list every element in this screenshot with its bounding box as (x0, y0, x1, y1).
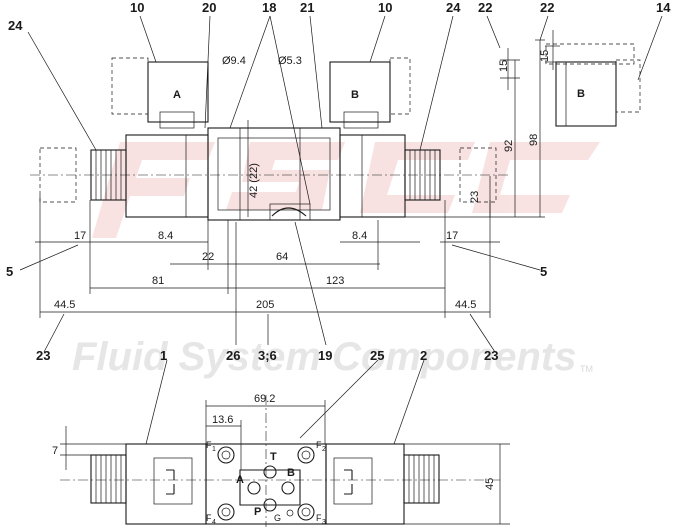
right-plug-outline (459, 147, 497, 203)
valve-side-view: B (545, 43, 641, 127)
port-b-hole (281, 481, 295, 495)
callout-5-left: 5 (6, 264, 13, 279)
right-coil-connector (329, 61, 391, 123)
valve-front-view: A B (30, 57, 510, 221)
callout-22-top: 22 (478, 0, 492, 15)
port-a-hole (247, 481, 261, 495)
dim-205: 205 (256, 299, 274, 311)
dim-17-right: 17 (446, 230, 458, 242)
hole-label-f1-sub: 1 (212, 446, 216, 453)
dim-dia-5-3: Ø5.3 (278, 55, 302, 67)
dim-123: 123 (326, 275, 344, 287)
dim-42-22: 42 (22) (248, 163, 260, 198)
hole-label-f4-sub: 4 (212, 519, 216, 526)
watermark-text: Fluid System Components (72, 335, 577, 379)
dim-8-4-right: 8.4 (352, 230, 367, 242)
dim-44-5-left: 44.5 (54, 299, 75, 311)
port-label-g: G (274, 513, 281, 523)
callout-25: 25 (370, 348, 384, 363)
dim-15-side: 15 (539, 50, 551, 62)
hole-label-f2: F (316, 440, 322, 450)
dim-22: 22 (202, 251, 214, 263)
callout-10-right: 10 (378, 0, 392, 15)
mounting-hole-f4 (217, 503, 235, 521)
port-t-hole (263, 465, 277, 479)
dim-13-6: 13.6 (212, 414, 233, 426)
left-coil-symbol-icon (166, 469, 175, 495)
hole-label-f3: F (316, 513, 322, 523)
hole-label-f4: F (206, 513, 212, 523)
coil-label-b: B (351, 89, 359, 101)
plan-left-connector (153, 457, 193, 505)
port-interface (239, 469, 301, 506)
side-coil-connector (555, 61, 617, 127)
callout-23-left: 23 (36, 348, 50, 363)
dim-23-vertical: 23 (469, 191, 481, 203)
callout-3-6: 3;6 (258, 348, 277, 363)
callout-26: 26 (226, 348, 240, 363)
port-p-hole (263, 498, 277, 512)
port-label-a: A (236, 474, 244, 486)
dim-69-2: 69.2 (254, 393, 275, 405)
valve-plan-view: T A B P G F 1 F 2 F 3 F 4 (60, 359, 510, 527)
dimension-lines-top (19, 15, 663, 353)
callout-5-right: 5 (540, 264, 547, 279)
dim-98: 98 (528, 134, 540, 146)
mounting-hole-f3 (297, 503, 315, 521)
callout-24-right: 24 (446, 0, 461, 15)
callout-20: 20 (202, 0, 216, 15)
plan-right-nut (403, 454, 440, 504)
callout-22-side: 22 (540, 0, 554, 15)
dim-17-left: 17 (74, 230, 86, 242)
callout-24-left: 24 (8, 18, 23, 33)
dim-92: 92 (503, 140, 515, 152)
mounting-hole-f2 (297, 446, 315, 464)
callouts: 24 10 20 18 21 10 24 22 22 14 5 5 23 23 … (6, 0, 671, 363)
callout-1: 1 (160, 348, 167, 363)
port-label-p: P (254, 506, 261, 518)
mounting-hole-f1 (217, 446, 235, 464)
watermark-tm: TM (580, 364, 593, 374)
hole-label-f2-sub: 2 (322, 446, 326, 453)
dimension-values: Ø9.4 Ø5.3 15 15 92 98 42 (22) 23 17 8.4 … (52, 50, 551, 490)
dim-44-5-right: 44.5 (455, 299, 476, 311)
coil-label-a: A (173, 89, 181, 101)
port-label-b: B (287, 467, 295, 479)
callout-23-right: 23 (484, 348, 498, 363)
callout-21: 21 (300, 0, 314, 15)
dim-8-4-left: 8.4 (158, 230, 173, 242)
dim-7: 7 (52, 445, 58, 457)
dim-64: 64 (276, 251, 288, 263)
callout-2: 2 (420, 348, 427, 363)
dim-45: 45 (484, 478, 496, 490)
callout-18: 18 (262, 0, 276, 15)
callout-14: 14 (656, 0, 671, 15)
port-label-t: T (270, 451, 277, 463)
plan-right-connector (333, 457, 373, 505)
side-label-b: B (577, 88, 585, 100)
dim-dia-9-4: Ø9.4 (222, 55, 246, 67)
dim-81: 81 (152, 275, 164, 287)
plan-right-solenoid (325, 443, 405, 525)
right-coil-symbol-icon (344, 469, 353, 495)
callout-19: 19 (318, 348, 332, 363)
hole-label-f3-sub: 3 (322, 519, 326, 526)
callout-10-left: 10 (130, 0, 144, 15)
coil-symbols (166, 469, 353, 495)
plan-left-solenoid (125, 443, 207, 525)
hole-label-f1: F (206, 440, 212, 450)
fsc-logo-watermark (92, 142, 600, 238)
dim-15-top: 15 (498, 60, 510, 72)
